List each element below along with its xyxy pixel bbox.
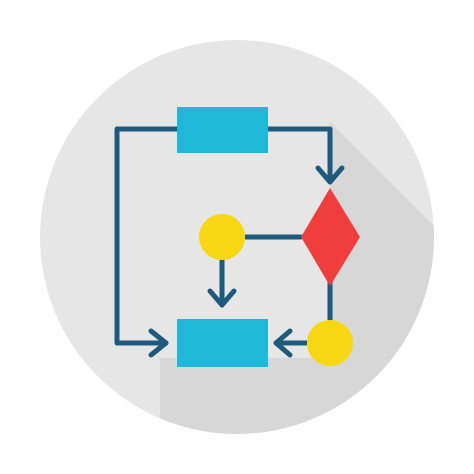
edge-top-to-bottom-box — [114, 126, 180, 346]
decision-diamond — [301, 188, 360, 286]
process-box-bottom — [177, 319, 268, 367]
terminal-circle-bottom-right — [307, 320, 353, 366]
arrowhead-into-bottom-box-top — [207, 288, 237, 308]
arrowhead-into-decision — [315, 165, 345, 185]
terminal-circle-left — [199, 214, 245, 260]
edge-top-box-to-decision — [265, 126, 333, 185]
arrowhead-into-bottom-box-right — [273, 328, 293, 358]
process-box-top — [177, 107, 268, 153]
arrowhead-into-bottom-box-left — [148, 328, 169, 358]
